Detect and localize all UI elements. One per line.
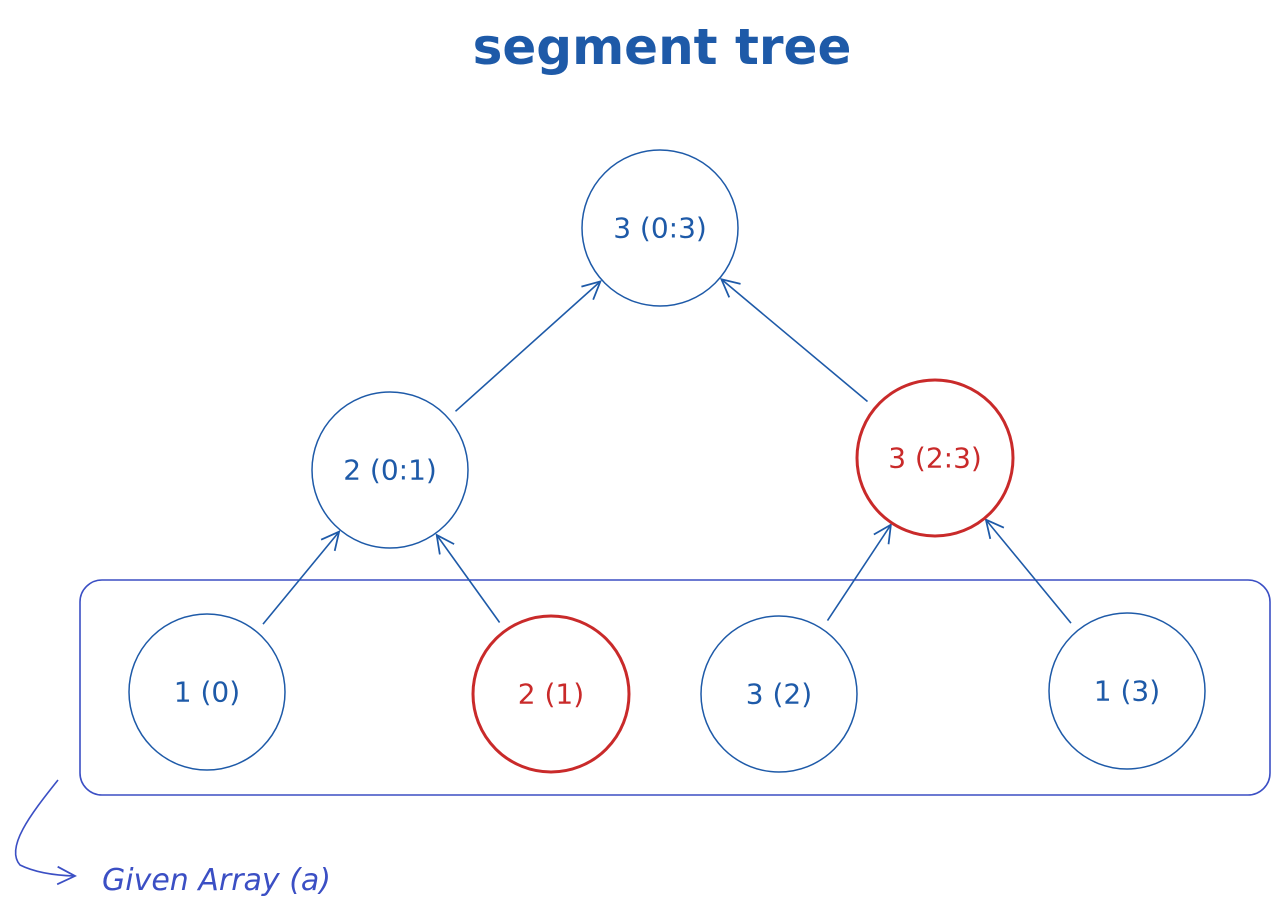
nodes-layer: 3 (0:3) 2 (0:1) 3 (2:3) 1 (0) 2 (1) 3 (2) 1 (3… bbox=[128, 149, 1206, 774]
tree-node-left-mid: 2 (0:1) bbox=[311, 391, 469, 549]
node-label: 1 (3) bbox=[1094, 675, 1160, 708]
tree-node-leaf-3: 1 (3) bbox=[1048, 612, 1206, 770]
edge-leaf-1-to-left-mid bbox=[435, 533, 501, 623]
diagram-title: segment tree bbox=[473, 18, 852, 76]
edge-left-mid-to-root bbox=[454, 280, 602, 412]
node-circle bbox=[855, 378, 1015, 538]
node-label: 3 (2) bbox=[746, 678, 812, 711]
tree-node-leaf-0: 1 (0) bbox=[128, 613, 286, 771]
node-circle bbox=[581, 149, 739, 307]
edge-leaf-0-to-left-mid bbox=[262, 530, 341, 625]
edges-layer bbox=[262, 278, 1072, 625]
edge-right-mid-to-root bbox=[719, 278, 869, 403]
node-label: 1 (0) bbox=[174, 676, 240, 709]
node-label: 3 (2:3) bbox=[888, 442, 982, 475]
tree-node-leaf-2: 3 (2) bbox=[700, 615, 858, 773]
tree-node-right-mid: 3 (2:3) bbox=[855, 378, 1015, 538]
node-circle bbox=[700, 615, 858, 773]
given-array-box bbox=[79, 579, 1271, 796]
node-circle bbox=[471, 614, 631, 774]
edge-leaf-3-to-right-mid bbox=[984, 518, 1072, 624]
node-circle bbox=[128, 613, 286, 771]
node-circle bbox=[311, 391, 469, 549]
node-label: 2 (1) bbox=[518, 678, 584, 711]
given-array-caption: Given Array (a) bbox=[102, 863, 331, 898]
caption-arrow bbox=[14, 779, 77, 886]
node-label: 3 (0:3) bbox=[613, 212, 707, 245]
node-label: 2 (0:1) bbox=[343, 454, 437, 487]
tree-node-root: 3 (0:3) bbox=[581, 149, 739, 307]
edge-leaf-2-to-right-mid bbox=[826, 523, 892, 622]
node-circle bbox=[1048, 612, 1206, 770]
tree-node-leaf-1: 2 (1) bbox=[471, 614, 631, 774]
